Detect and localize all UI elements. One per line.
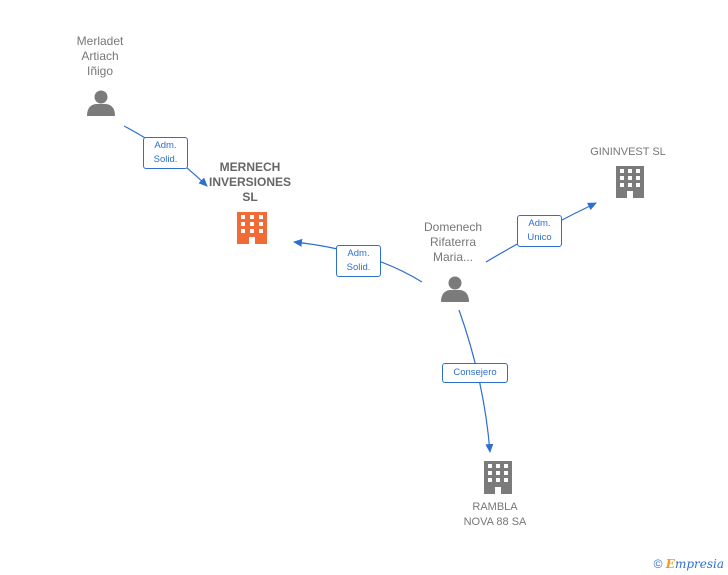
- brand-logo-initial: E: [665, 557, 675, 571]
- node-label-merladet[interactable]: Merladet Artiach Iñigo: [76, 34, 124, 78]
- person-icon[interactable]: [441, 276, 469, 303]
- person-icon[interactable]: [87, 90, 115, 117]
- brand-logo-text: mpresia: [674, 557, 724, 571]
- building-icon[interactable]: [484, 461, 512, 494]
- building-icon[interactable]: [237, 212, 267, 244]
- building-icon[interactable]: [616, 166, 644, 198]
- node-label-domenech[interactable]: Domenech Rifaterra Maria...: [423, 220, 483, 264]
- edge-label-domenech-gininvest[interactable]: Adm. Unico: [517, 215, 562, 247]
- empresia-watermark: © Empresia: [654, 557, 724, 571]
- node-label-rambla[interactable]: RAMBLA NOVA 88 SA: [463, 501, 527, 528]
- node-label-mernech[interactable]: MERNECH INVERSIONES SL: [208, 160, 292, 204]
- edge-label-merladet-mernech[interactable]: Adm. Solid.: [143, 137, 188, 169]
- edge-label-domenech-mernech[interactable]: Adm. Solid.: [336, 245, 381, 277]
- copyright-symbol: ©: [653, 557, 663, 571]
- node-label-gininvest[interactable]: GININVEST SL: [590, 146, 666, 158]
- edge-label-domenech-rambla[interactable]: Consejero: [442, 363, 508, 383]
